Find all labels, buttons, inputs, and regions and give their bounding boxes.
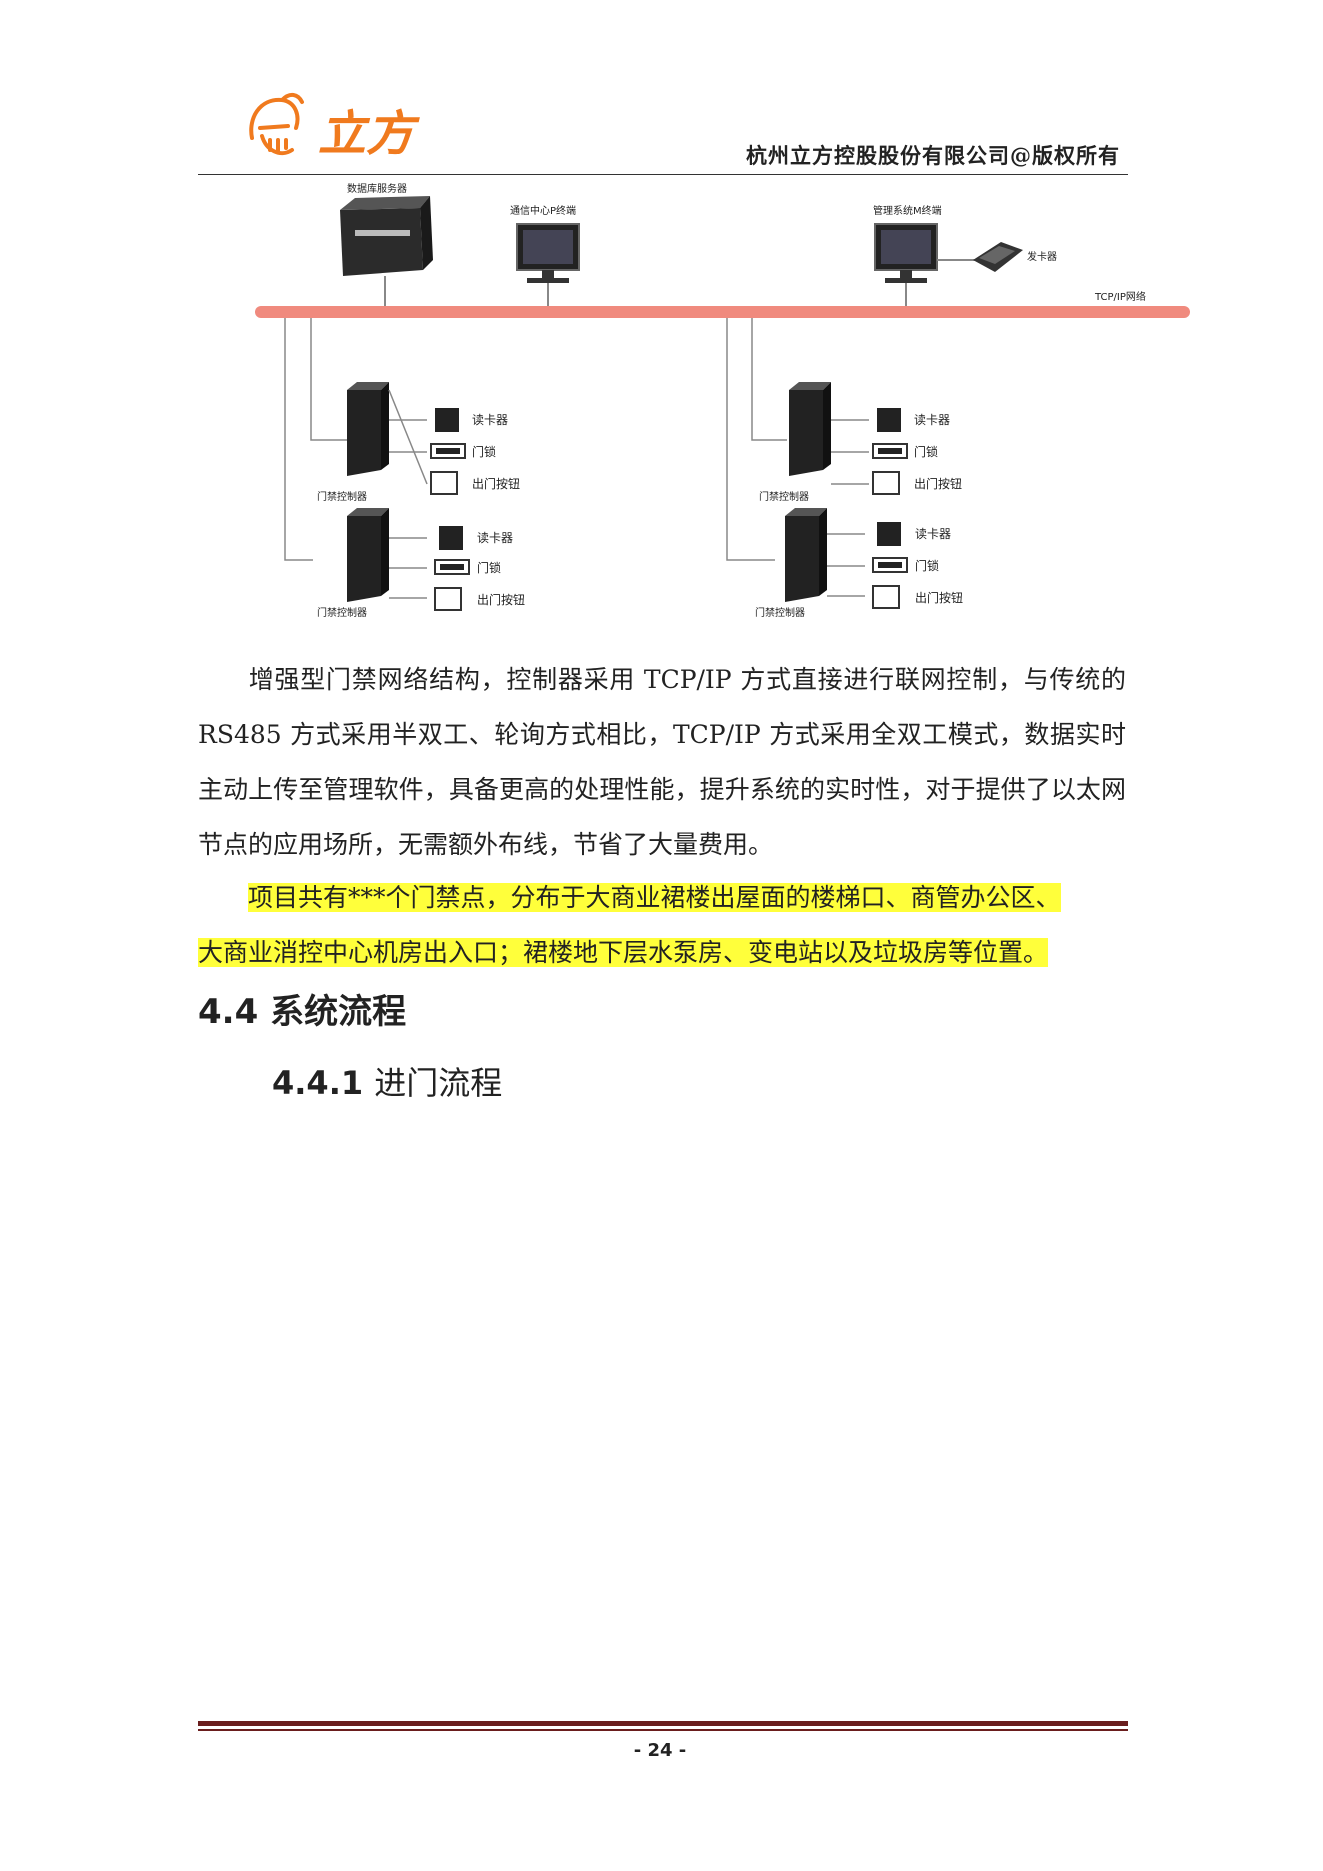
knight-helmet-icon: [249, 93, 304, 156]
exit-button-icon: [434, 587, 462, 611]
section-title: 系统流程: [270, 992, 407, 1032]
paragraph-text: 增强型门禁网络结构，控制器采用 TCP/IP 方式直接进行联网控制，与传统的 R…: [198, 665, 1126, 859]
page-number: - 24 -: [633, 1740, 687, 1761]
card-reader-label: 读卡器: [914, 413, 950, 427]
mgmt-terminal-label: 管理系统M终端: [873, 204, 942, 217]
section-number: 4.4: [198, 992, 259, 1032]
footer-divider-thick: [198, 1721, 1128, 1726]
card-reader-icon: [877, 522, 901, 546]
exit-button-icon: [872, 471, 900, 495]
company-logo: 立方: [249, 93, 420, 162]
right-branch-wires: [726, 318, 787, 561]
database-server-label: 数据库服务器: [347, 182, 407, 195]
exit-button-label: 出门按钮: [914, 476, 962, 491]
controller-label: 门禁控制器: [755, 606, 805, 619]
door-lock-label: 门锁: [477, 560, 501, 575]
exit-button-label: 出门按钮: [472, 476, 520, 491]
paragraph-door-points: 项目共有***个门禁点，分布于大商业裙楼出屋面的楼梯口、商管办公区、 大商业消控…: [198, 870, 1126, 980]
card-reader-label: 读卡器: [472, 413, 508, 427]
controller-label: 门禁控制器: [759, 490, 809, 503]
section-heading-4-4-1: 4.4.1 进门流程: [272, 1058, 502, 1104]
section-number: 4.4.1: [272, 1064, 364, 1102]
exit-button-label: 出门按钮: [915, 590, 963, 605]
database-server-icon: [340, 196, 433, 310]
mgmt-terminal-monitor-icon: [874, 223, 977, 310]
section-title: 进门流程: [374, 1064, 503, 1102]
company-copyright: 杭州立方控股股份有限公司@版权所有: [746, 143, 1120, 168]
door-lock-label: 门锁: [914, 444, 938, 459]
controller-group-top-left: 读卡器 门锁 出门按钮 门禁控制器: [317, 382, 520, 503]
paragraph-network-structure: 增强型门禁网络结构，控制器采用 TCP/IP 方式直接进行联网控制，与传统的 R…: [198, 652, 1126, 872]
card-issuer-label: 发卡器: [1027, 250, 1057, 263]
network-bus: [255, 306, 1190, 318]
highlighted-text-line-1: 项目共有***个门禁点，分布于大商业裙楼出屋面的楼梯口、商管办公区、: [248, 883, 1061, 912]
controller-label: 门禁控制器: [317, 490, 367, 503]
controller-group-bottom-right: 读卡器 门锁 出门按钮 门禁控制器: [755, 508, 963, 619]
door-lock-label: 门锁: [915, 558, 939, 573]
card-reader-icon: [435, 408, 459, 432]
controller-group-top-right: 读卡器 门锁 出门按钮 门禁控制器: [759, 382, 962, 503]
section-heading-4-4: 4.4 系统流程: [198, 984, 406, 1033]
card-reader-icon: [439, 526, 463, 550]
comm-terminal-label: 通信中心P终端: [510, 204, 576, 217]
controller-group-bottom-left: 读卡器 门锁 出门按钮 门禁控制器: [317, 508, 525, 619]
left-branch-wires: [284, 318, 347, 561]
controller-label: 门禁控制器: [317, 606, 367, 619]
header-divider: [198, 174, 1128, 175]
network-diagram: 数据库服务器 通信中心P终端 管理系统M终端 发卡器 TCP/IP网络: [255, 182, 1190, 619]
logo-text: 立方: [318, 106, 420, 162]
card-reader-icon: [877, 408, 901, 432]
exit-button-icon: [430, 471, 458, 495]
comm-terminal-monitor-icon: [516, 223, 580, 310]
card-reader-label: 读卡器: [915, 527, 951, 541]
door-lock-label: 门锁: [472, 444, 496, 459]
exit-button-label: 出门按钮: [477, 592, 525, 607]
highlighted-text-line-2: 大商业消控中心机房出入口；裙楼地下层水泵房、变电站以及垃圾房等位置。: [198, 938, 1049, 967]
footer-divider-thin: [198, 1729, 1128, 1731]
network-label: TCP/IP网络: [1094, 290, 1146, 303]
exit-button-icon: [872, 585, 900, 609]
card-reader-label: 读卡器: [477, 531, 513, 545]
card-issuer-icon: [973, 242, 1023, 272]
